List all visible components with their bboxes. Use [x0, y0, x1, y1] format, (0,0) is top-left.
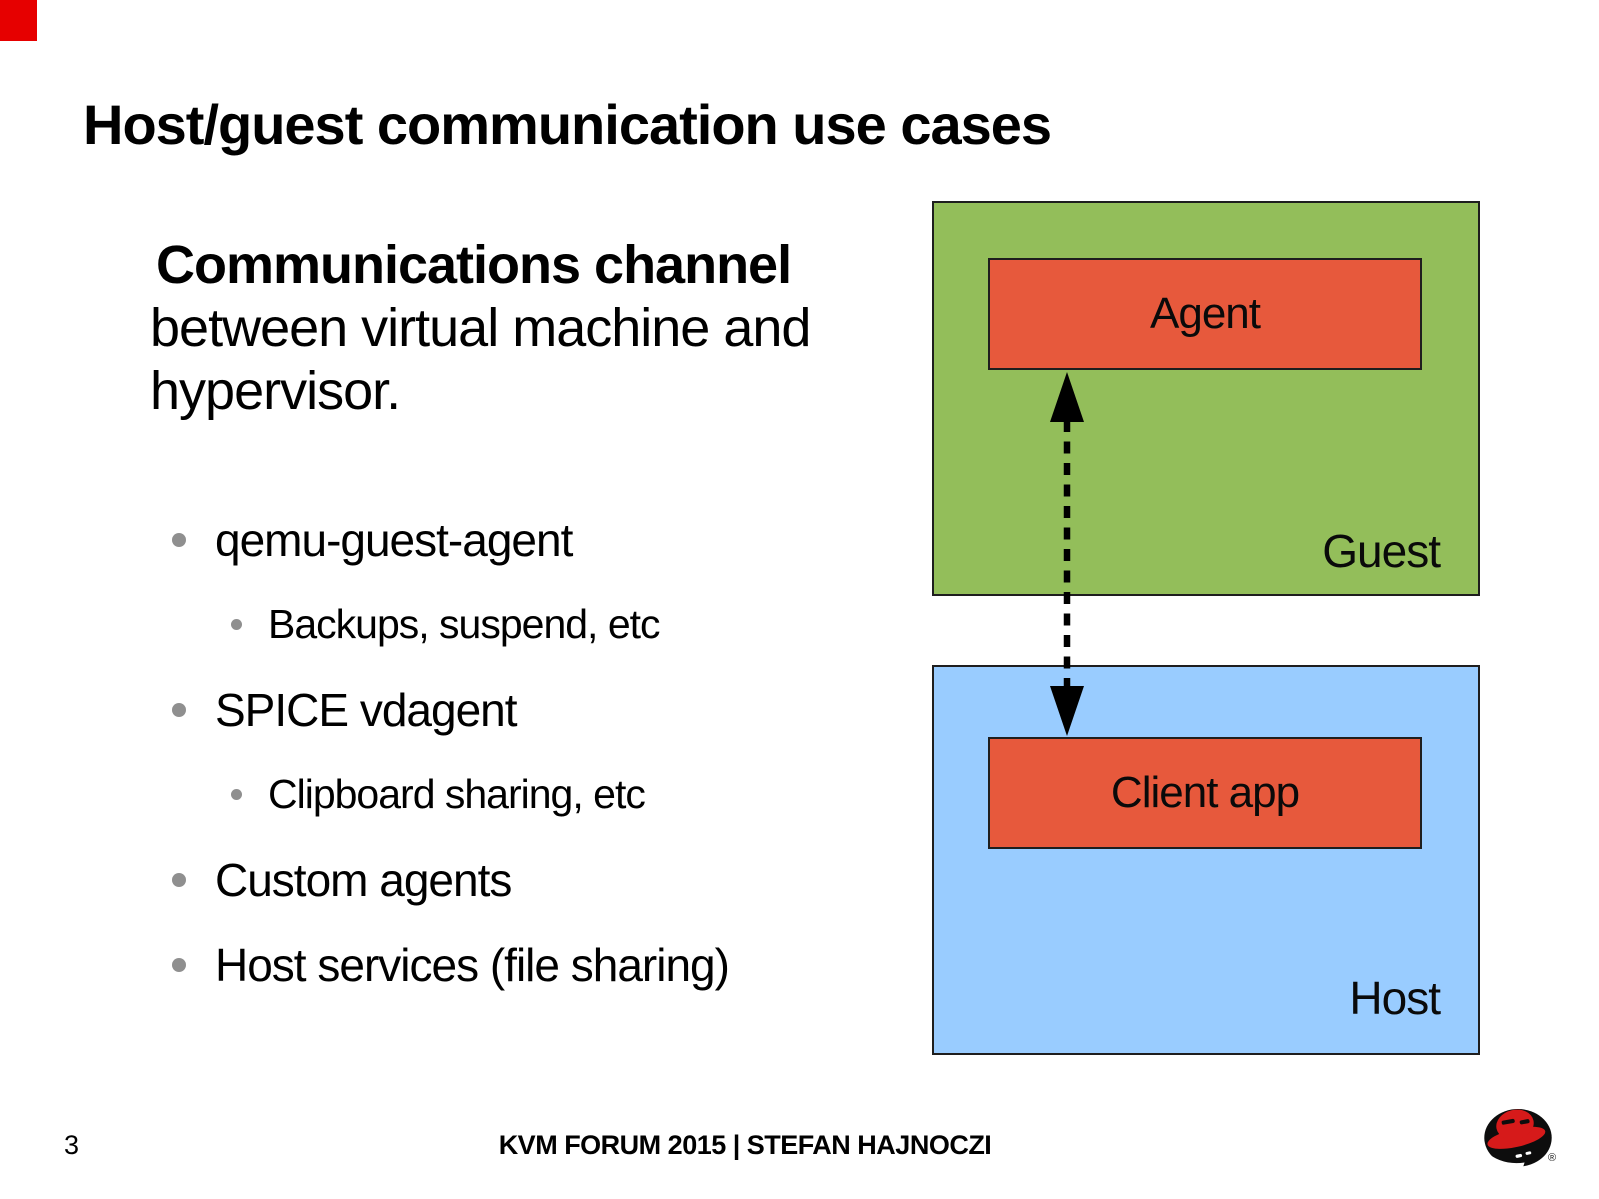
footer: 3 KVM FORUM 2015 | STEFAN HAJNOCZI [0, 1130, 1490, 1164]
intro-paragraph: Communications channel between virtual m… [150, 234, 895, 423]
list-item: Backups, suspend, etc [160, 582, 920, 667]
slide-title: Host/guest communication use cases [83, 93, 1052, 156]
redhat-corner-accent [0, 0, 37, 41]
list-item-label: qemu-guest-agent [215, 513, 573, 566]
bullet-list: qemu-guest-agent Backups, suspend, etc S… [160, 497, 920, 1007]
bullet-dot-icon [172, 957, 186, 972]
intro-lead-bold: Communications channel [156, 235, 792, 295]
registered-trademark: ® [1548, 1152, 1557, 1164]
bullet-dot-icon [172, 532, 186, 547]
host-box: Host [932, 665, 1480, 1055]
list-item-label: Host services (file sharing) [215, 938, 730, 991]
bullet-dot-icon [231, 789, 242, 800]
list-item: SPICE vdagent [160, 667, 920, 752]
agent-box: Agent [988, 258, 1422, 370]
dashed-double-arrow-icon [1050, 372, 1084, 736]
bullet-dot-icon [172, 872, 186, 887]
list-item-label: Custom agents [215, 853, 512, 906]
client-app-box: Client app [988, 737, 1422, 849]
agent-label: Agent [1150, 289, 1261, 338]
list-item: Custom agents [160, 837, 920, 922]
intro-rest: between virtual machine and hypervisor. [150, 298, 811, 421]
host-label: Host [1349, 972, 1441, 1024]
list-item: Host services (file sharing) [160, 922, 920, 1007]
guest-label: Guest [1322, 525, 1441, 577]
page-number: 3 [64, 1130, 80, 1160]
client-app-label: Client app [1110, 768, 1300, 817]
list-item-label: Backups, suspend, etc [268, 601, 661, 647]
list-item: Clipboard sharing, etc [160, 752, 920, 837]
redhat-shadowman-logo-icon [1484, 1109, 1552, 1173]
footer-text: KVM FORUM 2015 | STEFAN HAJNOCZI [498, 1130, 992, 1160]
list-item-label: Clipboard sharing, etc [268, 771, 646, 817]
bullet-dot-icon [231, 619, 242, 630]
bullet-dot-icon [172, 702, 186, 717]
list-item-label: SPICE vdagent [215, 683, 518, 736]
list-item: qemu-guest-agent [160, 497, 920, 582]
